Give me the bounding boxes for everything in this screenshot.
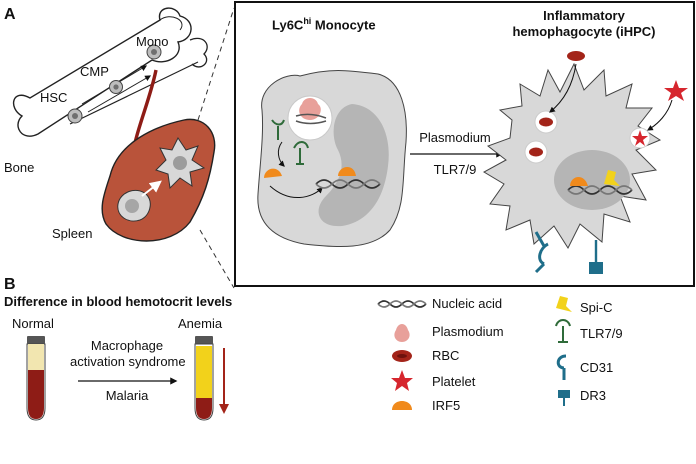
bone-label: Bone bbox=[4, 160, 35, 175]
monocyte-title-sup: hi bbox=[303, 16, 312, 26]
arrow-label-plasmodium: Plasmodium bbox=[419, 130, 491, 145]
monocyte-title: Ly6Chi Monocyte bbox=[272, 16, 376, 32]
spleen-illustration bbox=[101, 118, 216, 242]
ihpc-title-line2: hemophagocyte (iHPC) bbox=[512, 24, 656, 39]
legend-cd31: CD31 bbox=[580, 360, 614, 375]
legend-spic: Spi-C bbox=[580, 300, 613, 315]
legend-nucleic-acid: Nucleic acid bbox=[432, 296, 503, 311]
mono-label: Mono bbox=[136, 34, 169, 49]
zoom-line-top bbox=[197, 7, 235, 121]
ihpc-cell bbox=[482, 51, 688, 274]
arrow-label-tlr: TLR7/9 bbox=[433, 162, 477, 177]
panel-b-heading: Difference in blood hemotocrit levels bbox=[4, 294, 233, 309]
anemia-tube bbox=[194, 336, 214, 421]
bone-illustration bbox=[12, 7, 208, 137]
legend-irf5: IRF5 bbox=[432, 398, 461, 413]
zoom-line-bottom bbox=[199, 229, 235, 289]
monocyte-title-main: Ly6C bbox=[272, 17, 304, 33]
panel-b-letter: B bbox=[4, 276, 16, 293]
panel-a-letter: A bbox=[4, 6, 16, 23]
mas-label-line2: activation syndrome bbox=[70, 354, 186, 369]
mas-label-line1: Macrophage bbox=[90, 338, 164, 353]
legend-rbc: RBC bbox=[432, 348, 460, 363]
ihpc-title-line1: Inflammatory bbox=[543, 8, 625, 23]
legend-tlr79: TLR7/9 bbox=[580, 326, 623, 341]
legend-icons-left bbox=[377, 300, 427, 410]
monocyte-title-rest: Monocyte bbox=[311, 17, 376, 33]
normal-tube bbox=[26, 336, 46, 421]
monocyte-cell bbox=[257, 70, 407, 248]
cmp-label: CMP bbox=[80, 64, 109, 79]
anemia-label: Anemia bbox=[178, 316, 223, 331]
legend-icons-right bbox=[555, 296, 572, 406]
malaria-label: Malaria bbox=[105, 388, 149, 403]
hsc-label: HSC bbox=[40, 90, 68, 105]
legend-platelet: Platelet bbox=[432, 374, 476, 389]
legend-plasmodium: Plasmodium bbox=[432, 324, 504, 339]
normal-label: Normal bbox=[12, 316, 54, 331]
legend-dr3: DR3 bbox=[580, 388, 607, 403]
spleen-label: Spleen bbox=[52, 226, 93, 241]
